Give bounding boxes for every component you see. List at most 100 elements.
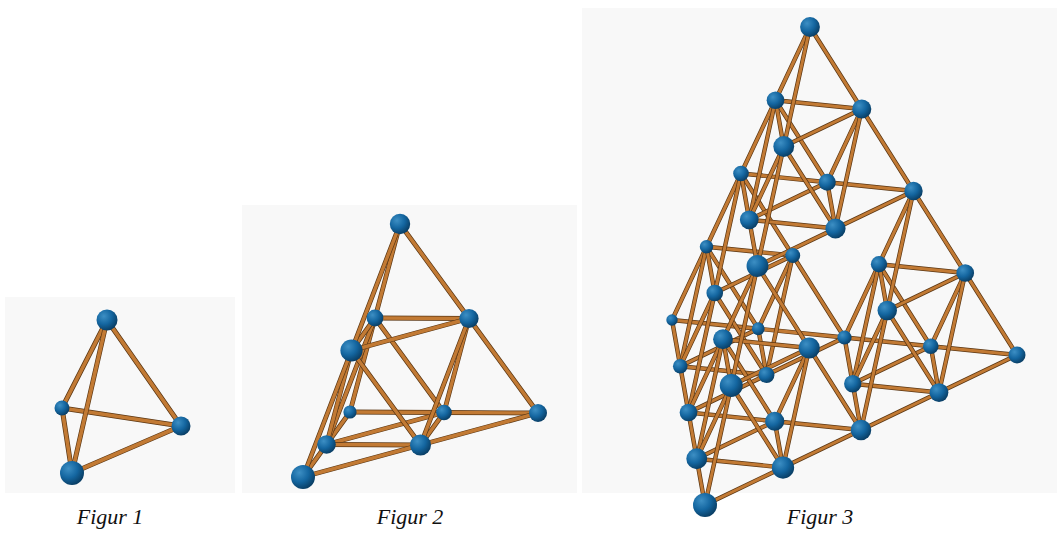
rod [836, 191, 914, 229]
rod [72, 426, 181, 473]
rod [879, 264, 965, 273]
rod [697, 386, 732, 459]
ball [60, 461, 84, 485]
rod [697, 459, 783, 468]
rod [853, 384, 939, 393]
rod [845, 338, 931, 347]
rod [784, 109, 862, 147]
rod [749, 147, 784, 220]
ball [904, 182, 922, 200]
ball [878, 301, 897, 320]
rod [776, 27, 811, 100]
ball [340, 339, 362, 361]
figure-panel [242, 205, 577, 493]
figure-caption: Figur 2 [310, 504, 510, 530]
rod [758, 266, 810, 348]
rod [741, 100, 776, 173]
rod [72, 320, 107, 473]
ball [767, 91, 785, 109]
ball [693, 493, 717, 517]
rod [715, 174, 741, 294]
rod [845, 264, 880, 337]
rod [672, 247, 707, 320]
ball [772, 456, 794, 478]
rod [62, 408, 181, 426]
rod [776, 100, 862, 109]
ball [819, 174, 836, 191]
ball [713, 329, 733, 349]
ball [871, 256, 887, 272]
tetrahedron-figure [666, 17, 1025, 517]
rod [810, 27, 862, 109]
rod [62, 320, 107, 408]
rod [352, 351, 421, 446]
rod [749, 220, 835, 229]
figure-panel [582, 8, 1057, 493]
ball [706, 285, 723, 302]
rod [827, 109, 862, 182]
ball [436, 405, 452, 421]
rod [879, 191, 914, 264]
ball [800, 17, 820, 37]
ball [837, 330, 851, 344]
ball [720, 374, 743, 397]
rod [827, 182, 913, 191]
rod [775, 421, 861, 430]
rod [444, 412, 538, 414]
rod [705, 386, 731, 506]
rod [689, 413, 775, 422]
ball [825, 218, 845, 238]
ball [97, 310, 118, 331]
figure-panel [5, 297, 235, 493]
ball [317, 435, 336, 454]
ball [852, 99, 871, 118]
rod [107, 320, 181, 426]
ball [700, 240, 714, 254]
ball [733, 166, 749, 182]
rod [836, 109, 862, 229]
rod [862, 109, 914, 191]
ball [529, 404, 547, 422]
ball [1009, 347, 1026, 364]
rod [861, 311, 887, 431]
rod [327, 444, 421, 446]
ball [673, 359, 688, 374]
ball [923, 338, 939, 354]
ball [343, 405, 356, 418]
rod [421, 413, 539, 445]
ball [55, 401, 70, 416]
rod [680, 293, 715, 366]
rod [931, 273, 966, 346]
rod [784, 147, 836, 229]
ball [666, 314, 677, 325]
rod [914, 191, 966, 273]
rod [939, 355, 1017, 393]
ball [740, 210, 759, 229]
ball [799, 337, 820, 358]
rod [784, 27, 810, 147]
tetrahedron-figure [291, 214, 547, 489]
rod [887, 311, 939, 393]
rod [887, 191, 913, 311]
ball [765, 412, 784, 431]
ball [410, 435, 431, 456]
figure-caption: Figur 1 [10, 504, 210, 530]
ball [956, 264, 974, 282]
ball [752, 322, 765, 335]
ball [773, 136, 794, 157]
rod [775, 348, 810, 421]
rod [783, 430, 861, 468]
rod [965, 273, 1017, 355]
rod [853, 311, 888, 384]
rod [723, 339, 809, 348]
ball [172, 417, 191, 436]
ball [367, 310, 384, 327]
rod [469, 319, 538, 414]
ball [930, 383, 949, 402]
rod [705, 468, 783, 506]
rod [741, 174, 827, 183]
rod [887, 273, 965, 311]
rod [939, 273, 965, 393]
rod [689, 339, 724, 412]
ball [390, 214, 410, 234]
